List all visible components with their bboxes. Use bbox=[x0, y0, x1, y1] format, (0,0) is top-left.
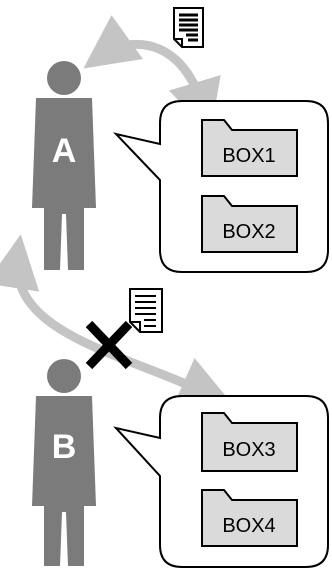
person-label-a: A bbox=[52, 132, 77, 170]
folder-label-box3: BOX3 bbox=[222, 439, 275, 461]
folder-label-box2: BOX2 bbox=[222, 221, 275, 243]
document-icon bbox=[129, 288, 163, 333]
blocked-arrow-b bbox=[0, 234, 233, 408]
folder-box1: BOX1 bbox=[201, 119, 298, 177]
person-b bbox=[32, 359, 96, 566]
folder-box4: BOX4 bbox=[201, 489, 298, 547]
folder-label-box1: BOX1 bbox=[222, 145, 275, 167]
cross-icon bbox=[85, 320, 133, 370]
folder-box3: BOX3 bbox=[201, 412, 298, 472]
folder-label-box4: BOX4 bbox=[222, 515, 275, 537]
person-label-b: B bbox=[52, 428, 77, 466]
person-a bbox=[32, 61, 96, 270]
folder-box2: BOX2 bbox=[201, 195, 298, 253]
document-icon bbox=[173, 7, 204, 48]
access-arrow-a bbox=[83, 15, 221, 135]
